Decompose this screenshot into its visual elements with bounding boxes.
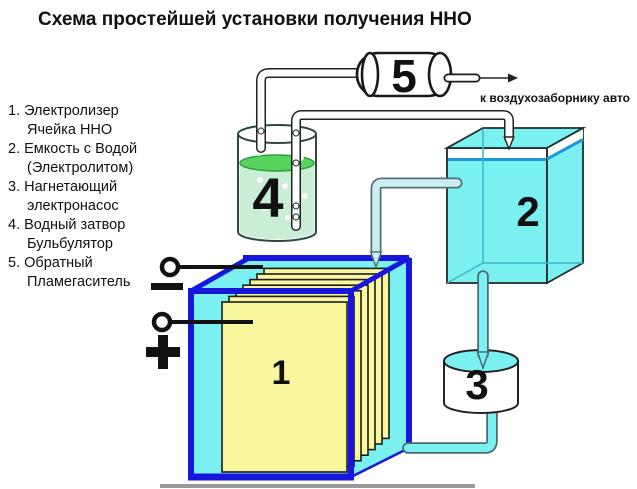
legend-item-5-line1: 5. Обратный	[8, 255, 93, 271]
flow-arrow-icon	[480, 73, 518, 83]
legend-item-3-line2: электронасос	[27, 198, 119, 214]
tank-air-gap	[448, 149, 546, 159]
tank-front-face	[446, 147, 548, 284]
pump: 3	[443, 270, 519, 414]
bubbler-liquid	[239, 163, 315, 232]
bubbler: 4	[237, 124, 317, 242]
electrolyzer-blue-frame	[188, 255, 411, 481]
pump-number-label: 3	[465, 361, 488, 408]
legend-item-1-line1: 1. Электролизер	[8, 103, 119, 119]
flame-arrestor: 5	[355, 50, 518, 102]
tank-to-electrolyzer-tube	[369, 177, 463, 270]
electrolyzer-number-label: 1	[272, 354, 291, 392]
tank-air-gap-right	[548, 129, 583, 158]
plus-sign-icon	[146, 335, 180, 369]
minus-sign-icon	[151, 283, 183, 290]
power-terminals	[146, 256, 263, 369]
air-intake-annotation: к воздухозаборнику авто	[480, 91, 630, 105]
minus-terminal-connector	[159, 256, 181, 278]
legend-item-4-line2: Бульбулятор	[27, 236, 113, 252]
legend-item-3-line1: 3. Нагнетающий	[8, 179, 117, 195]
page-title: Схема простейшей установки получения ННО	[38, 9, 472, 30]
bubbler-to-tank-gas-tube	[291, 110, 515, 231]
electrode-plates	[221, 267, 390, 473]
bubbler-liquid-bottom	[239, 232, 315, 240]
pump-to-electrolyzer-tube	[402, 398, 498, 454]
pump-body	[443, 360, 519, 414]
electrode-plate	[221, 301, 348, 473]
bubbler-to-arrestor-gas-tube	[256, 68, 361, 153]
legend-item-5-line2: Пламегаситель	[27, 274, 130, 290]
tank-to-pump-tube	[476, 270, 490, 371]
arrestor-number-label: 5	[391, 50, 417, 102]
water-tank: 2	[443, 126, 587, 285]
legend-item-2-line2: (Электролитом)	[27, 160, 133, 176]
tube-bubbles	[292, 129, 300, 221]
plus-terminal-connector	[151, 311, 173, 333]
legend-item-4-line1: 4. Водный затвор	[8, 217, 125, 233]
bubbler-number-label: 4	[252, 166, 283, 229]
legend-item-1-line2: Ячейка ННО	[27, 122, 112, 138]
bubbler-outline	[237, 124, 317, 242]
tube-bubble	[257, 127, 265, 135]
arrestor-left-cap	[360, 51, 380, 98]
tank-water-line-right	[546, 138, 584, 161]
tank-bottom-edge	[446, 262, 583, 284]
electrolyzer-cell: 1	[188, 255, 412, 481]
tank-number-label: 2	[516, 188, 539, 235]
legend: 1. Электролизер Ячейка ННО 2. Емкость с …	[8, 103, 137, 290]
legend-item-2-line1: 2. Емкость с Водой	[8, 141, 137, 157]
